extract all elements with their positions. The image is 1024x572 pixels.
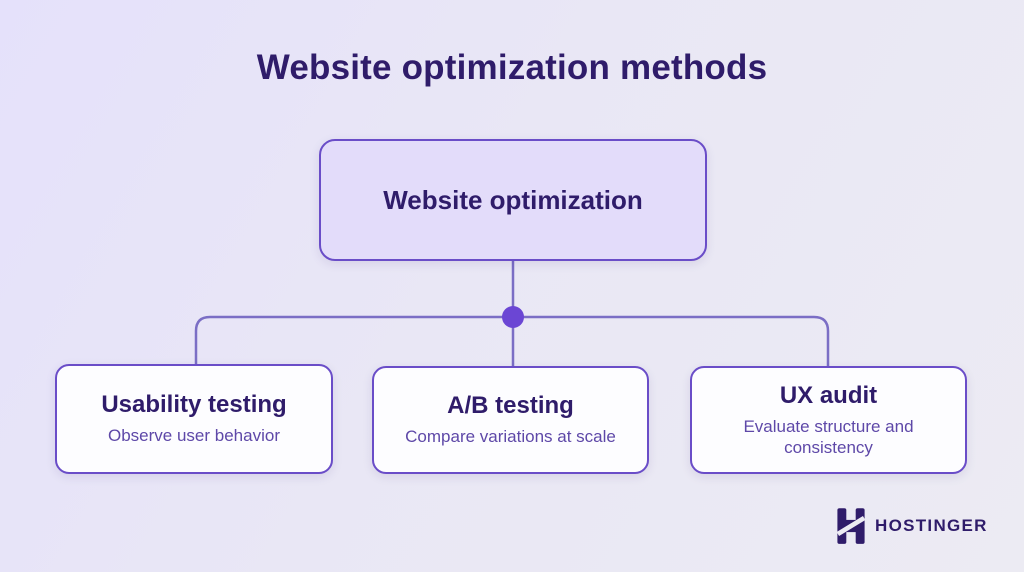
junction-dot-icon — [502, 306, 524, 328]
node-subtitle: Observe user behavior — [108, 426, 280, 446]
node-title: UX audit — [779, 381, 878, 409]
node-subtitle: Compare variations at scale — [405, 427, 616, 447]
node-subtitle: Evaluate structure and consistency — [743, 416, 914, 457]
node-ab-testing: A/B testing Compare variations at scale — [372, 366, 649, 474]
node-title: Usability testing — [101, 391, 287, 419]
node-label: Website optimization — [383, 184, 643, 215]
node-usability-testing: Usability testing Observe user behavior — [55, 364, 333, 474]
brand-lockup: HOSTINGER — [836, 507, 988, 545]
node-title: A/B testing — [447, 392, 574, 420]
node-ux-audit: UX audit Evaluate structure and consiste… — [690, 366, 967, 474]
node-website-optimization: Website optimization — [319, 139, 707, 261]
diagram-title: Website optimization methods — [256, 48, 768, 87]
connector-left-branch — [194, 315, 513, 364]
hostinger-h-mark-icon — [836, 508, 866, 544]
h-mark-slash — [836, 516, 866, 536]
connector-right-branch — [513, 315, 830, 366]
brand-name: HOSTINGER — [875, 516, 988, 535]
